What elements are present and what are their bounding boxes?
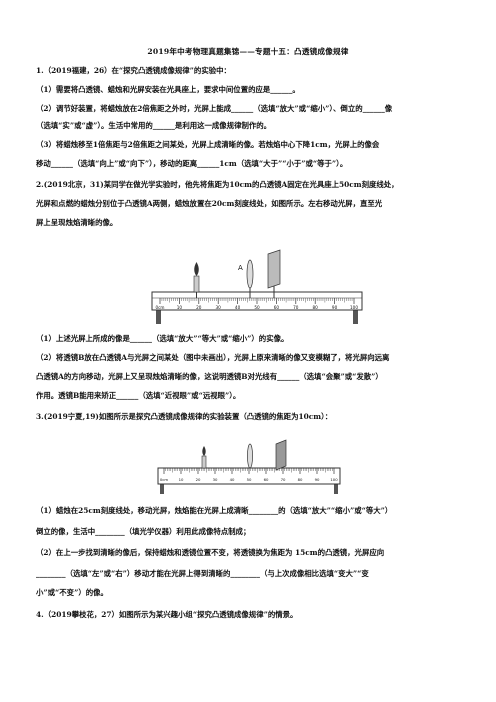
ruler-label: 50 (247, 477, 252, 482)
q3-part2-a: （2）在上一步找到清晰的像后，保持蜡烛和透镜位置不变，将透镜换为焦距为 15cm… (36, 548, 385, 557)
ruler-label: 40 (230, 477, 235, 482)
bench2-ruler-labels: 0cm 10 20 30 40 50 60 70 80 90 100 (160, 477, 338, 482)
convex-lens-2 (247, 443, 253, 469)
q1-part2-a: （2）调节好装置，将蜡烛放在2倍焦距之外时，光屏上能成______（选填“放大”… (36, 104, 393, 113)
ruler-label: 60 (264, 477, 269, 482)
ruler-label: 80 (298, 477, 303, 482)
ruler-label: 60 (274, 305, 280, 310)
q1-part2-b: （选填“实”或“虚”）。生活中常用的______是利用这一成像规律制作的。 (36, 121, 272, 130)
q3-heading: 3.(2019宁夏,19)如图所示是探究凸透镜成像规律的实验装置（凸透镜的焦距为… (36, 412, 333, 421)
ruler-label: 80 (313, 305, 319, 310)
ruler-label: 90 (315, 477, 320, 482)
ruler-label: 100 (330, 477, 338, 482)
ruler-label: 100 (350, 305, 358, 310)
optical-bench-figure-2: 0cm 10 20 30 40 50 60 70 80 90 100 (157, 439, 341, 494)
bench2-ruler-ticks (163, 468, 335, 474)
light-screen (267, 249, 281, 298)
ruler-label: 30 (213, 477, 218, 482)
q3-part1-b: 倒立的像，生活中________（填光学仪器）利用此成像特点制成； (36, 527, 251, 536)
q2-heading-a: 2.(2019北京，31)某同学在做光学实验时，他先将焦距为10cm的凸透镜A固… (36, 180, 399, 189)
q4-heading: 4.（2019攀枝花，27）如图所示为某兴趣小组“探究凸透镜成像规律”的情景。 (36, 610, 298, 619)
q2-part1: （1）上述光屏上所成的像是______（选填“放大”“等大”或“缩小”）的实像。 (36, 334, 289, 343)
convex-lens-a: A (238, 259, 254, 298)
ruler-label: 30 (216, 305, 222, 310)
ruler-label: 70 (293, 305, 299, 310)
q2-part2-c: 作用。透镜B能用来矫正______（选填“近视眼”或“远视眼”）。 (36, 391, 241, 400)
ruler-label: 10 (177, 305, 183, 310)
candle (193, 262, 200, 298)
page-title: 2019年中考物理真题集锦——专题十五：凸透镜成像规律 (147, 47, 349, 56)
candle-2 (201, 446, 207, 469)
ruler-label: 0cm (160, 477, 169, 482)
q1-part1: （1）需要将凸透镜、蜡烛和光屏安装在光具座上，要求中间位置的应是______。 (36, 85, 300, 94)
optical-bench-figure-1: 0cm 10 20 30 40 50 60 70 80 90 100 A (151, 249, 363, 324)
bench-ruler-ticks (159, 298, 355, 304)
q3-part2-b: ________（选填“左”或“右”）移动才能在光屏上得到清晰的________… (36, 569, 369, 578)
q1-part3-a: （3）将蜡烛移至1倍焦距与2倍焦距之间某处，光屏上成清晰的像。若烛焰中心下降1c… (36, 140, 380, 149)
bench-ruler-labels: 0cm 10 20 30 40 50 60 70 80 90 100 (155, 305, 358, 310)
q2-heading-c: 屏上呈现烛焰清晰的像。 (36, 218, 118, 227)
ruler-label: 40 (235, 305, 241, 310)
light-screen-2 (275, 439, 287, 471)
ruler-label: 20 (196, 305, 202, 310)
q2-part2-b: 凸透镜A的方向移动，光屏上又呈现烛焰清晰的像，这说明透镜B对光线有______（… (36, 372, 383, 381)
ruler-label: 10 (179, 477, 184, 482)
q3-part2-c: 小”或“不变”）的像。 (36, 588, 108, 597)
q1-part3-b: 移动______（选填“向上”或“向下”），移动的距离______1cm（选填“… (36, 159, 348, 168)
lens-a-label: A (238, 264, 243, 272)
ruler-label: 90 (332, 305, 338, 310)
ruler-label: 70 (281, 477, 286, 482)
ruler-label: 50 (254, 305, 260, 310)
q2-heading-b: 光屏和点燃的蜡烛分别位于凸透镜A两侧，蜡烛放置在20cm刻度线处，如图所示。左右… (36, 199, 383, 208)
ruler-label: 0cm (155, 305, 164, 310)
q1-heading: 1.（2019福建，26）在“探究凸透镜成像规律”的实验中： (36, 66, 231, 75)
ruler-label: 20 (196, 477, 201, 482)
q2-part2-a: （2）将透镜B放在凸透镜A与光屏之间某处（图中未画出），光屏上原来清晰的像又变模… (36, 353, 390, 362)
q3-part1-a: （1）蜡烛在25cm刻度线处，移动光屏，烛焰能在光屏上成清晰________的（… (36, 506, 393, 515)
